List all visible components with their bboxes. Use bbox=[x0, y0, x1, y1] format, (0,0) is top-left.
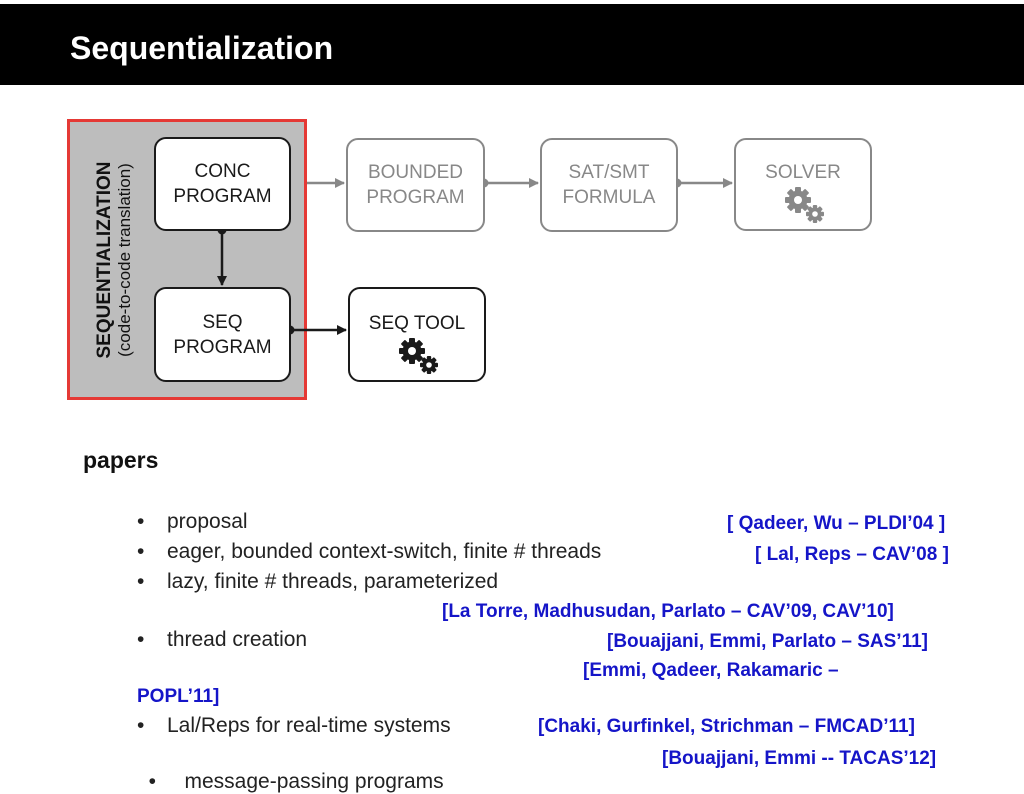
sat-smt-line1: SAT/SMT bbox=[568, 162, 650, 183]
seq-program-line1: SEQ bbox=[202, 312, 243, 333]
citation: [Bouajjani, Emmi, Parlato – SAS’11] bbox=[607, 631, 928, 652]
seq-tool-box: SEQ TOOL bbox=[348, 287, 486, 382]
seq-program-line2: PROGRAM bbox=[173, 337, 272, 358]
list-item: • proposal bbox=[137, 510, 248, 534]
bullet: • bbox=[148, 770, 157, 793]
bullet: • bbox=[137, 714, 145, 737]
solver-label: SOLVER bbox=[765, 162, 841, 183]
item-text: message-passing programs bbox=[178, 770, 444, 793]
item-text: thread creation bbox=[167, 628, 308, 651]
bullet: • bbox=[137, 628, 145, 651]
citation: [ Lal, Reps – CAV’08 ] bbox=[755, 544, 949, 565]
list-item: • lazy, finite # threads, parameterized bbox=[137, 570, 498, 594]
gears-icon bbox=[399, 338, 438, 374]
conc-program-line1: CONC bbox=[194, 161, 251, 182]
gears-icon bbox=[785, 187, 824, 223]
solver-box: SOLVER bbox=[734, 138, 872, 231]
papers-heading: papers bbox=[83, 447, 159, 473]
citation: [La Torre, Madhusudan, Parlato – CAV’09,… bbox=[442, 601, 894, 622]
citation: [Chaki, Gurfinkel, Strichman – FMCAD’11] bbox=[538, 716, 915, 737]
citation: [ Qadeer, Wu – PLDI’04 ] bbox=[727, 513, 946, 534]
seq-tool-label: SEQ TOOL bbox=[368, 313, 466, 334]
slide-title: Sequentialization bbox=[70, 30, 334, 66]
bounded-program-box: BOUNDED PROGRAM bbox=[346, 138, 485, 232]
bullet: • bbox=[137, 570, 145, 593]
citation-continued: [Emmi, Qadeer, Rakamaric – bbox=[583, 660, 839, 681]
diagram-connectors bbox=[217, 178, 733, 335]
sat-smt-line2: FORMULA bbox=[562, 187, 656, 208]
item-text: proposal bbox=[167, 510, 248, 533]
bounded-program-line2: PROGRAM bbox=[366, 187, 465, 208]
bullet: • bbox=[137, 510, 145, 533]
list-item: • Lal/Reps for real-time systems bbox=[137, 714, 451, 738]
sat-smt-formula-box: SAT/SMT FORMULA bbox=[540, 138, 678, 232]
list-item: • thread creation bbox=[137, 628, 307, 652]
citation-wrap: POPL’11] bbox=[137, 686, 220, 707]
conc-program-box: CONC PROGRAM bbox=[154, 137, 291, 231]
seq-program-box: SEQ PROGRAM bbox=[154, 287, 291, 382]
bounded-program-line1: BOUNDED bbox=[367, 162, 463, 183]
list-item: • message-passing programs bbox=[137, 746, 444, 794]
title-bar: Sequentialization bbox=[0, 4, 1024, 85]
item-text: Lal/Reps for real-time systems bbox=[167, 714, 451, 737]
citation: [Bouajjani, Emmi -- TACAS’12] bbox=[662, 748, 937, 769]
conc-program-line2: PROGRAM bbox=[173, 186, 272, 207]
list-item: • eager, bounded context-switch, finite #… bbox=[137, 540, 601, 564]
bullet: • bbox=[137, 540, 145, 563]
item-text: eager, bounded context-switch, finite # … bbox=[167, 540, 602, 563]
item-text: lazy, finite # threads, parameterized bbox=[167, 570, 499, 593]
